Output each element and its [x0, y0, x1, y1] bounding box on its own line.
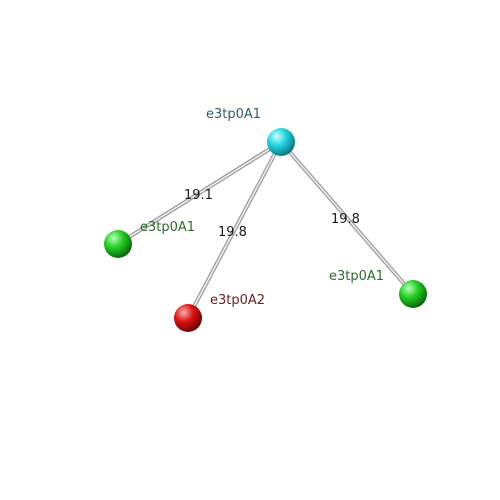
node-label-bottom: e3tp0A2 [210, 293, 265, 308]
edge-top-bottom [186, 140, 283, 320]
edge-label-top-bottom: 19.8 [218, 225, 247, 240]
node-label-right: e3tp0A1 [329, 269, 384, 284]
node-left[interactable] [104, 230, 132, 258]
edge-top-left [116, 140, 283, 246]
edge-label-top-left: 19.1 [184, 188, 213, 203]
node-label-top: e3tp0A1 [206, 107, 261, 122]
node-right[interactable] [399, 280, 427, 308]
node-bottom[interactable] [174, 304, 202, 332]
edge-top-right [279, 140, 415, 296]
node-label-left: e3tp0A1 [140, 220, 195, 235]
edge-label-top-right: 19.8 [331, 212, 360, 227]
node-top[interactable] [267, 128, 295, 156]
